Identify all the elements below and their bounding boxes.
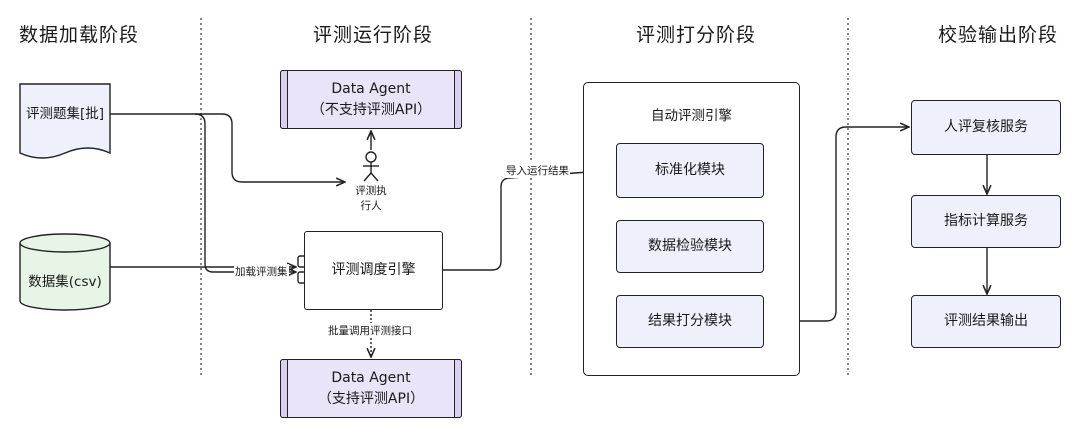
edge-label-batch-call: 批量调用评测接口 <box>327 323 413 338</box>
metrics-service: 指标计算服务 <box>911 195 1061 248</box>
phase-title-score: 评测打分阶段 <box>636 24 757 46</box>
edge-questions-to-scheduler <box>194 113 296 272</box>
phase-title-output: 校验输出阶段 <box>938 24 1059 46</box>
data-agent-no-api: Data Agent （不支持评测API） <box>279 69 463 130</box>
dataset-label: 数据集(csv) <box>28 274 102 290</box>
auto-eval-engine-title: 自动评测引擎 <box>651 108 732 124</box>
edge-scheduler-to-normalize <box>443 170 614 271</box>
person-icon <box>363 151 379 182</box>
edge-questions-to-executor <box>110 113 345 182</box>
normalize-module: 标准化模块 <box>616 143 764 198</box>
executor-label: 评测执 行人 <box>355 185 387 213</box>
data-check-module: 数据检验模块 <box>616 220 764 273</box>
phase-title-load: 数据加载阶段 <box>19 24 140 46</box>
edge-scoring-to-review <box>764 127 909 322</box>
data-agent-api: Data Agent （支持评测API） <box>279 358 463 419</box>
phase-title-run: 评测运行阶段 <box>313 24 434 46</box>
edge-label-import-results: 导入运行结果 <box>505 163 570 178</box>
edge-label-load: 加载评测集 <box>234 264 289 279</box>
human-review-service: 人评复核服务 <box>911 100 1061 155</box>
dataset-shape <box>19 233 111 311</box>
result-output: 评测结果输出 <box>911 295 1061 348</box>
scheduler-engine: 评测调度引擎 <box>304 231 443 310</box>
scoring-module: 结果打分模块 <box>616 295 764 348</box>
question-set-label: 评测题集[批] <box>25 106 105 122</box>
question-set-shape <box>19 83 111 159</box>
